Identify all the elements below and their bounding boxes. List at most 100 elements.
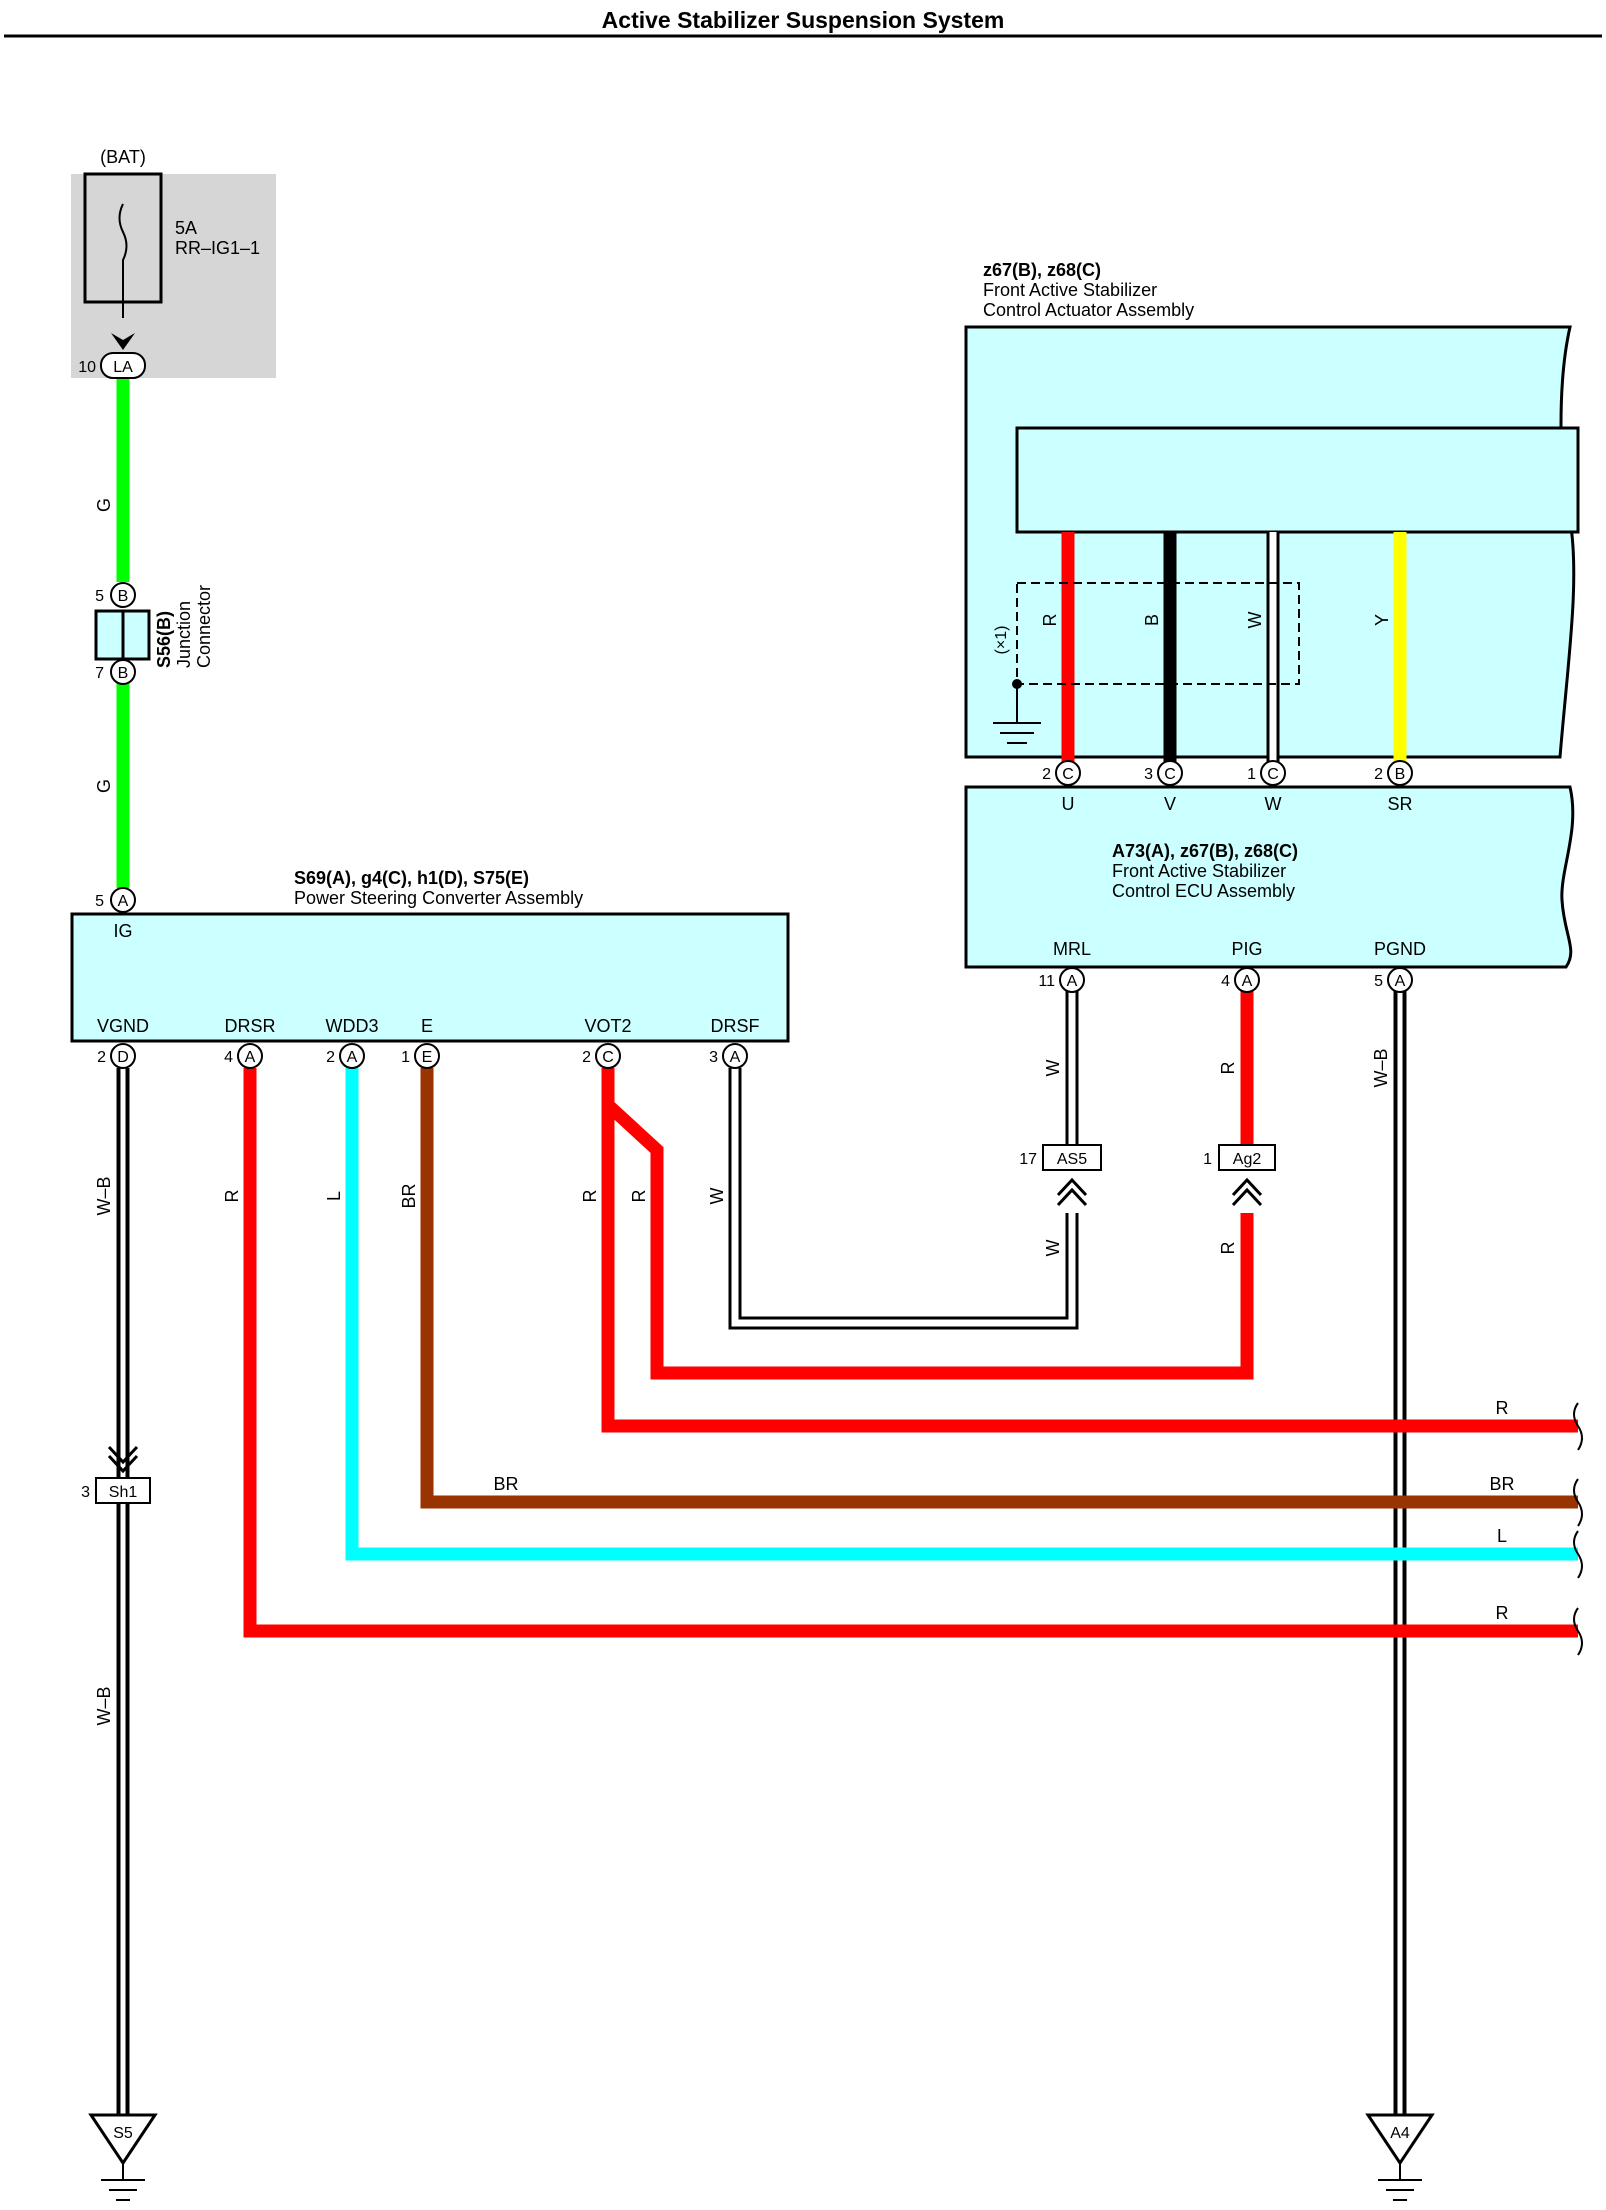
inline-connector-sh1-pin: 3	[81, 1484, 90, 1501]
actuator-pin-u-number: 2	[1042, 766, 1051, 783]
actuator-motor-box	[1015, 426, 1580, 534]
shield-note-label: (×1)	[993, 626, 1010, 655]
ecu-name-line1: Front Active Stabilizer	[1112, 861, 1286, 881]
wire-label-wb-upper: W–B	[94, 1176, 114, 1215]
actuator-name-line2: Control Actuator Assembly	[983, 300, 1194, 320]
wire-label-r-vot2: R	[580, 1190, 600, 1203]
wire-label-r-right-1: R	[1496, 1398, 1509, 1418]
junction-name-line1: Junction	[174, 601, 194, 668]
wire-label-w-mrl-upper: W	[1043, 1060, 1063, 1077]
power-steering-converter-box	[70, 912, 790, 1043]
wire-label-actuator-y: Y	[1372, 614, 1392, 626]
actuator-pin-w-number: 1	[1247, 766, 1256, 783]
psc-terminal-vot2-number: 2	[582, 1049, 591, 1066]
actuator-pin-sr-number: 2	[1374, 766, 1383, 783]
wire-label-r-pig-upper: R	[1218, 1062, 1238, 1075]
psc-ig-label: IG	[113, 921, 132, 941]
actuator-name-line1: Front Active Stabilizer	[983, 280, 1157, 300]
wire-w-drsf	[728, 1068, 1079, 1330]
psc-terminal-vgnd-letter: D	[117, 1049, 129, 1066]
psc-terminal-vot2-label: VOT2	[584, 1016, 631, 1036]
psc-terminal-vot2-letter: C	[602, 1049, 614, 1066]
inline-connector-as5-pin: 17	[1019, 1151, 1037, 1168]
ecu-pin-pgnd-letter: A	[1395, 973, 1406, 990]
fuse-block-background	[71, 174, 276, 378]
wire-r-vot2-pig	[603, 1100, 1254, 1380]
actuator-pin-w-label: W	[1265, 794, 1282, 814]
wire-r-vot2-right	[601, 1068, 1578, 1433]
psc-terminal-drsf-letter: A	[730, 1049, 741, 1066]
wire-label-g-lower: G	[94, 779, 114, 793]
psc-terminal-e-number: 1	[401, 1049, 410, 1066]
wire-label-wb-lower: W–B	[94, 1686, 114, 1725]
wire-label-r-pig-lower: R	[1218, 1242, 1238, 1255]
svg-text:LA: LA	[113, 359, 133, 376]
actuator-pin-w-letter: C	[1267, 766, 1279, 783]
ecu-assembly-box	[964, 785, 1575, 969]
wire-label-w-drsf: W	[707, 1188, 727, 1205]
actuator-pin-u-label: U	[1062, 794, 1075, 814]
actuator-pin-u: C2U	[1042, 760, 1081, 814]
wire-label-r-drsr: R	[222, 1190, 242, 1203]
svg-text:B: B	[118, 588, 129, 605]
psc-terminal-e-label: E	[421, 1016, 433, 1036]
wire-label-br-right: BR	[1489, 1474, 1514, 1494]
ecu-pin-mrl-label: MRL	[1053, 939, 1091, 959]
fuse-pin-number: 10	[78, 359, 96, 376]
junction-pin-bottom-number: 7	[95, 665, 104, 682]
psc-terminal-wdd3-letter: A	[347, 1049, 358, 1066]
ecu-name-line2: Control ECU Assembly	[1112, 881, 1295, 901]
actuator-pin-sr-letter: B	[1395, 766, 1406, 783]
ag2-arrow-icon	[1231, 1177, 1263, 1207]
ecu-pin-pig-label: PIG	[1231, 939, 1262, 959]
inline-connector-sh1: Sh1	[95, 1445, 151, 1504]
psc-terminal-drsr-number: 4	[224, 1049, 233, 1066]
actuator-pin-v-letter: C	[1164, 766, 1176, 783]
fuse-name-label: RR–IG1–1	[175, 238, 260, 258]
inline-connector-ag2-pin: 1	[1203, 1151, 1212, 1168]
ground-a4-icon	[1365, 2113, 1435, 2201]
ecu-pin-pgnd: A5 PGND	[1374, 939, 1426, 993]
svg-text:Sh1: Sh1	[109, 1484, 138, 1501]
diagram-title: Active Stabilizer Suspension System	[602, 7, 1005, 33]
wire-label-actuator-r: R	[1040, 614, 1060, 627]
wire-label-br-horizontal: BR	[493, 1474, 518, 1494]
psc-terminal-drsf-number: 3	[709, 1049, 718, 1066]
shield-ground-icon	[993, 684, 1041, 744]
ecu-id-label: A73(A), z67(B), z68(C)	[1112, 841, 1298, 861]
psc-terminal-vot2: C2 VOT2	[582, 1016, 632, 1069]
psc-terminal-wdd3-label: WDD3	[326, 1016, 379, 1036]
ecu-pin-pgnd-number: 5	[1374, 973, 1383, 990]
wire-label-actuator-w: W	[1245, 612, 1265, 629]
svg-text:A: A	[118, 893, 129, 910]
svg-text:Ag2: Ag2	[1233, 1151, 1262, 1168]
sh1-arrow-icon	[107, 1445, 139, 1474]
wire-label-l-wdd3: L	[324, 1191, 344, 1201]
actuator-pin-sr-label: SR	[1387, 794, 1412, 814]
ecu-pin-pgnd-label: PGND	[1374, 939, 1426, 959]
inline-connector-ag2: Ag2	[1218, 1144, 1276, 1207]
actuator-pin-v-label: V	[1164, 794, 1176, 814]
ecu-pin-pig-number: 4	[1221, 973, 1230, 990]
actuator-pin-v-number: 3	[1144, 766, 1153, 783]
fuse-connector-pin: LA	[100, 352, 146, 379]
svg-text:B: B	[118, 665, 129, 682]
fuse-symbol-icon	[118, 203, 128, 318]
actuator-pin-u-letter: C	[1062, 766, 1074, 783]
actuator-pin-v: C3V	[1144, 760, 1183, 814]
ground-a4-label: A4	[1390, 2125, 1410, 2142]
wire-label-w-mrl-lower: W	[1043, 1240, 1063, 1257]
wire-label-br-e: BR	[399, 1183, 419, 1208]
wire-r-drsr	[243, 1068, 1578, 1638]
psc-terminal-vgnd-number: 2	[97, 1049, 106, 1066]
ecu-pin-mrl-number: 11	[1038, 973, 1055, 990]
wire-break-marks	[1573, 1402, 1583, 1656]
actuator-pin-w: C1W	[1247, 760, 1286, 814]
